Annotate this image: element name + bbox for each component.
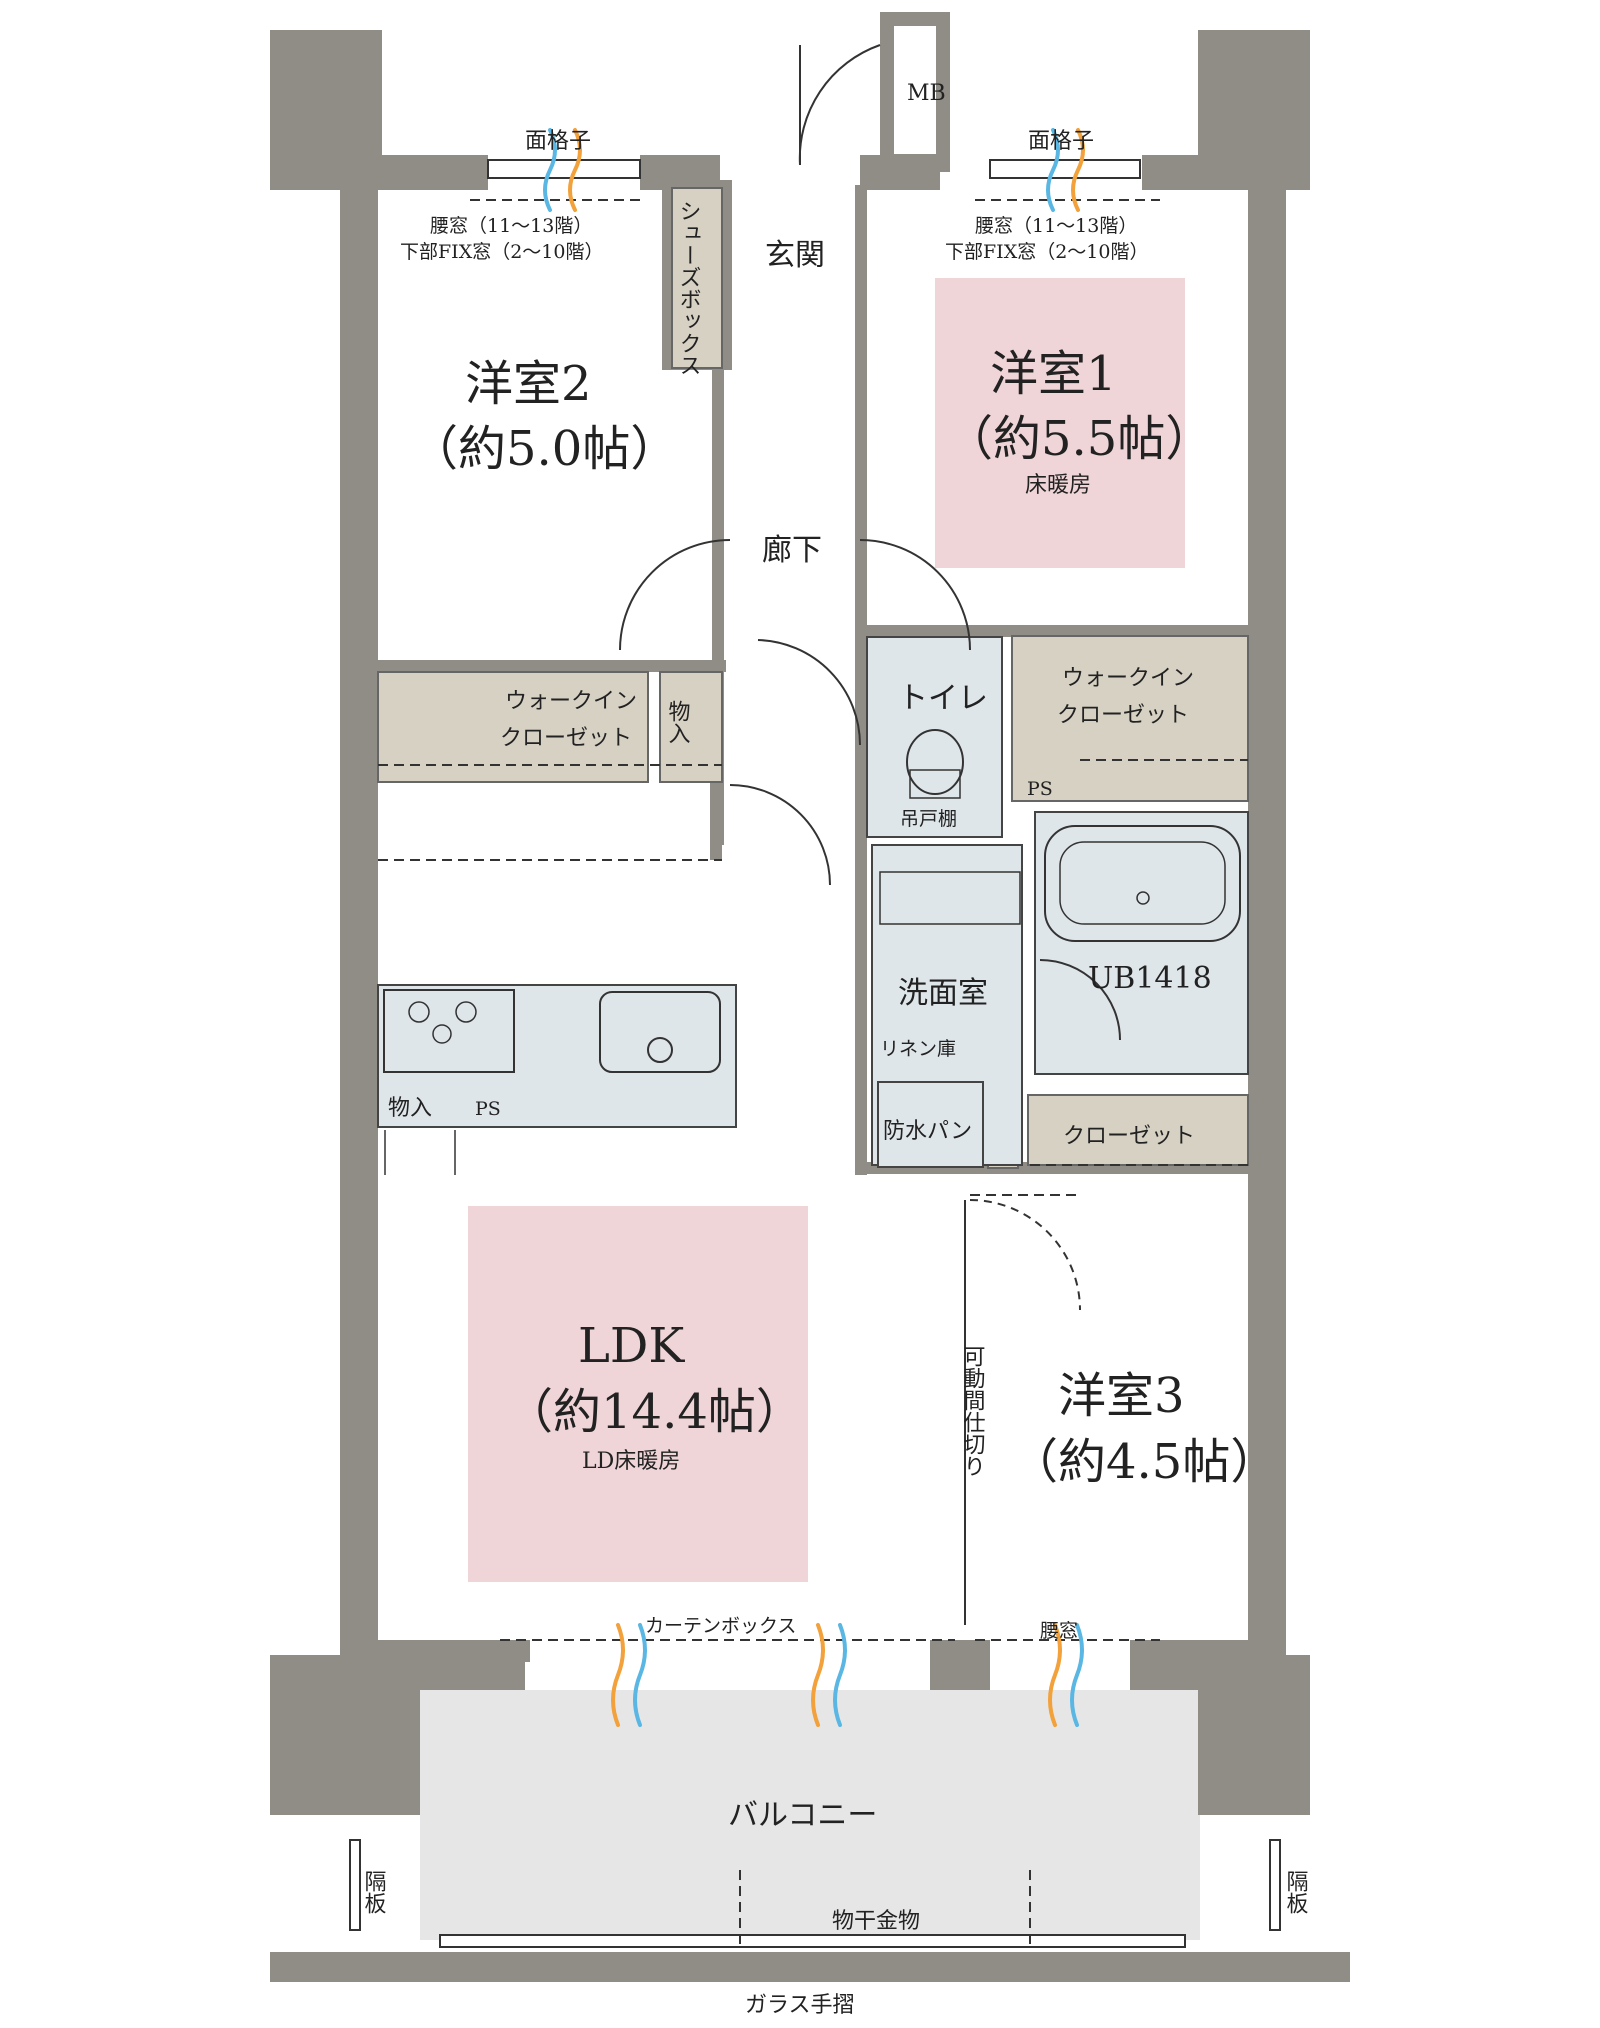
- closet-western3: [1027, 1094, 1249, 1166]
- doors: [384, 44, 1121, 1311]
- ldk-note: LD床暖房: [582, 1449, 680, 1474]
- shoebox: [671, 187, 723, 369]
- balcony-label: バルコニー: [728, 1798, 877, 1833]
- floor-heating-ldk: [468, 1206, 808, 1582]
- dashed-guides: [378, 759, 1248, 1641]
- washroom-label: 洗面室: [898, 976, 988, 1011]
- ub-label: UB1418: [1088, 961, 1212, 996]
- ps-label-kitchen: PS: [475, 1098, 501, 1120]
- unit-bath: [1034, 811, 1249, 1075]
- walkin-w2-line2: クローゼット: [500, 726, 632, 751]
- western3-size: （約4.5帖）: [1010, 1434, 1278, 1490]
- waterproof-pan: [877, 1081, 984, 1168]
- ldk-size: （約14.4帖）: [505, 1384, 804, 1440]
- walkin-w2-line1: ウォークイン: [505, 689, 637, 714]
- walkin-w1-line2: クローゼット: [1057, 703, 1189, 728]
- walkin-w1-line1: ウォークイン: [1062, 666, 1194, 691]
- hallway-label: 廊下: [762, 533, 822, 568]
- window-right-line1: 腰窓（11〜13階）: [975, 215, 1137, 237]
- mb-label: MB: [907, 81, 946, 106]
- laundry-hardware-label: 物干金物: [832, 1909, 920, 1934]
- ldk-name: LDK: [578, 1318, 685, 1374]
- window-left-line1: 腰窓（11〜13階）: [430, 215, 592, 237]
- western1-note: 床暖房: [1025, 473, 1091, 498]
- storage-hall: [659, 671, 723, 783]
- glass-handrail-label: ガラス手摺: [745, 1993, 855, 2018]
- movable-partition-label: 可動間仕切り: [960, 1345, 986, 1477]
- shoebox-label: シューズボックス: [676, 200, 701, 376]
- entrance-label: 玄関: [765, 238, 825, 273]
- linen-label: リネン庫: [880, 1038, 956, 1060]
- waterproof-pan-label: 防水パン: [883, 1119, 972, 1144]
- storage-kitchen-label: 物入: [388, 1096, 432, 1121]
- balcony-rail: [349, 1839, 1281, 1950]
- walkin-closet-western2: [377, 671, 649, 783]
- window-left-line2: 下部FIX窓（2〜10階）: [400, 241, 603, 263]
- hanging-shelf-label: 吊戸棚: [900, 808, 957, 830]
- stove: [383, 989, 515, 1073]
- washbasin: [879, 871, 1021, 925]
- curtain-box-label: カーテンボックス: [645, 1615, 796, 1637]
- western1-name: 洋室1: [990, 346, 1117, 402]
- western3-name: 洋室3: [1058, 1368, 1185, 1424]
- kitchen-sink: [599, 991, 721, 1073]
- top-windows: [470, 159, 1160, 201]
- lattice-right-label: 面格子: [1028, 129, 1094, 154]
- ps-label-upper: PS: [1027, 778, 1053, 800]
- balcony-floor: [420, 1690, 1200, 1940]
- western2-size: （約5.0帖）: [410, 421, 678, 477]
- lattice-left-label: 面格子: [525, 129, 591, 154]
- storage-hall-label: 物入: [665, 700, 691, 744]
- bathtub: [1044, 825, 1241, 942]
- floor-heating-western1: [935, 278, 1185, 568]
- western2-name: 洋室2: [465, 356, 592, 412]
- western1-size: （約5.5帖）: [945, 411, 1213, 467]
- waist-window-label: 腰窓: [1040, 1620, 1078, 1642]
- walkin-closet-western1: [1011, 635, 1249, 802]
- partition-board-right: 隔板: [1283, 1870, 1309, 1914]
- partition-board-left: 隔板: [361, 1870, 387, 1914]
- toilet-fixture: [906, 729, 964, 799]
- toilet-room: [866, 636, 1003, 838]
- toilet-label: トイレ: [898, 681, 988, 716]
- airflow-icons: [543, 128, 1085, 1727]
- window-right-line2: 下部FIX窓（2〜10階）: [945, 241, 1148, 263]
- closet-w3-label: クローゼット: [1063, 1124, 1195, 1149]
